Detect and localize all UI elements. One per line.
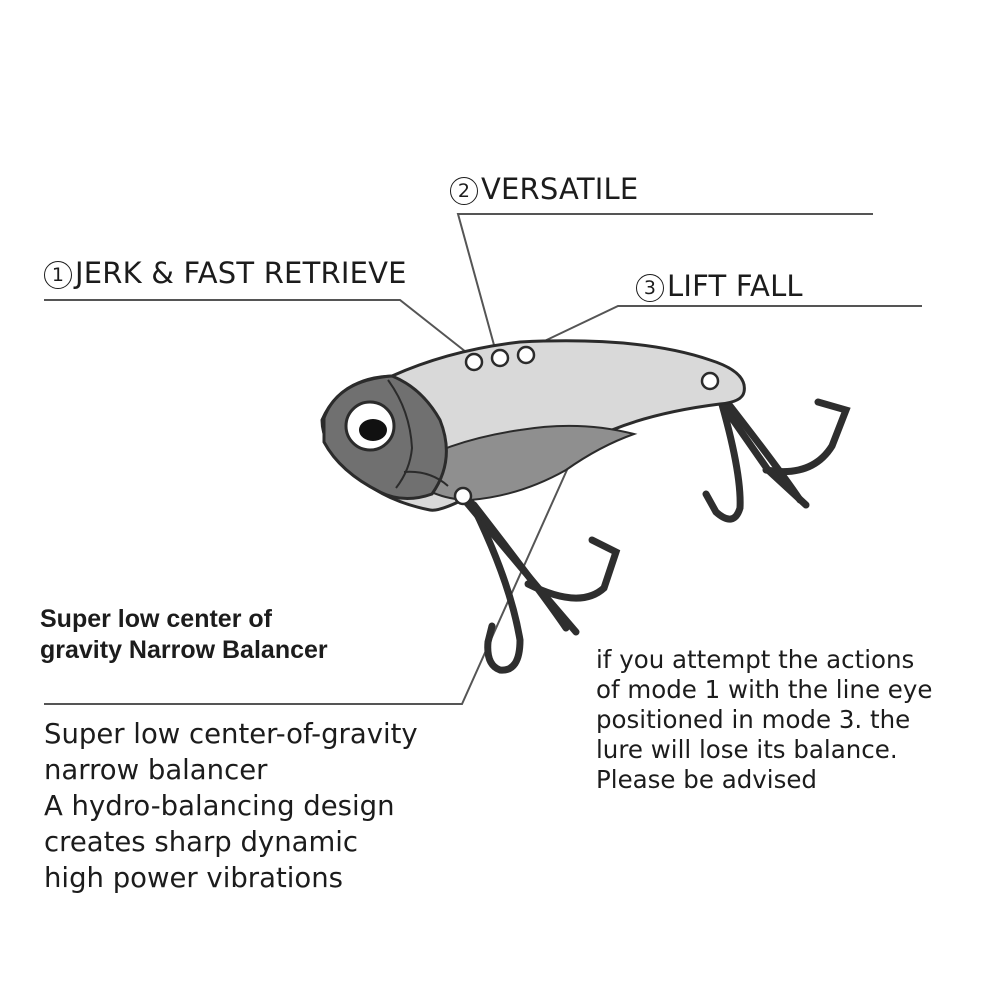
treble-hook-icon — [702, 380, 851, 523]
balancer-heading-line: Super low center of — [40, 605, 272, 633]
lure-body — [320, 339, 746, 512]
mode1-text: JERK & FAST RETRIEVE — [75, 256, 407, 290]
balancer-description-line: Super low center-of-gravity — [44, 718, 418, 750]
balancer-heading-line: gravity Narrow Balancer — [40, 636, 328, 664]
balancer-description-line: narrow balancer — [44, 754, 268, 786]
balancer-description-line: creates sharp dynamic — [44, 826, 359, 858]
mode3-text: LIFT FALL — [667, 269, 803, 303]
mode1-number: 1 — [44, 261, 72, 289]
warning-note-line: lure will lose its balance. — [596, 735, 898, 764]
line-eye-hole-3 — [516, 345, 536, 365]
balancer-heading: Super low center of gravity Narrow Balan… — [40, 604, 400, 666]
belly-line-eye — [453, 486, 473, 506]
treble-hook-icon — [458, 493, 621, 674]
mode2-number: 2 — [450, 177, 478, 205]
balancer-description-line: high power vibrations — [44, 862, 343, 894]
callout-line-mode1 — [44, 299, 467, 353]
balancer-description: Super low center-of-gravity narrow balan… — [44, 716, 464, 896]
callout-line-mode3 — [533, 305, 922, 347]
warning-note: if you attempt the actions of mode 1 wit… — [596, 645, 986, 795]
callout-lines — [44, 213, 922, 705]
mode3-number: 3 — [636, 274, 664, 302]
warning-note-line: of mode 1 with the line eye — [596, 675, 933, 704]
callout-line-mode2 — [456, 213, 873, 346]
warning-note-line: positioned in mode 3. the — [596, 705, 911, 734]
line-eye-hole-2 — [490, 348, 510, 368]
three-line-eye-holes — [464, 345, 536, 372]
rear-line-eye — [700, 371, 720, 391]
warning-note-line: Please be advised — [596, 765, 817, 794]
balancer-description-line: A hydro-balancing design — [44, 790, 395, 822]
warning-note-line: if you attempt the actions — [596, 645, 915, 674]
callout-line-balancer — [44, 451, 576, 705]
mode2-text: VERSATILE — [481, 172, 639, 206]
line-eye-hole-1 — [464, 352, 484, 372]
